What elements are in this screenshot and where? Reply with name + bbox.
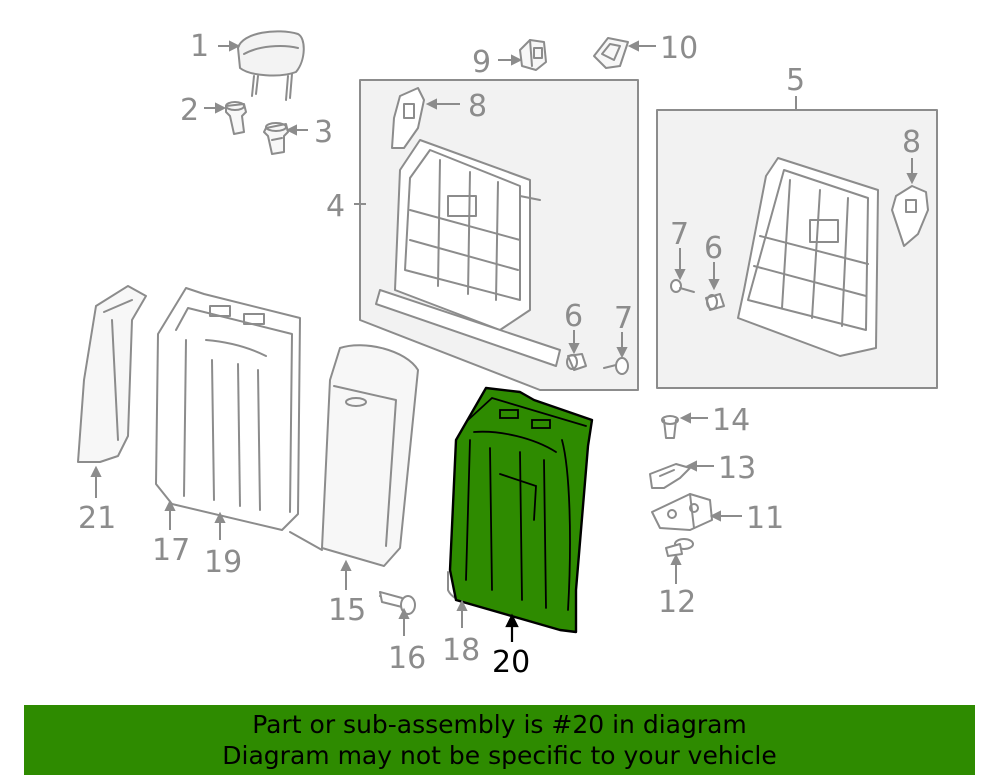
info-banner: Part or sub-assembly is #20 in diagram D… (24, 705, 975, 775)
side-bolster-part (77, 285, 147, 463)
headrest-guide-part (225, 101, 247, 135)
callout-8-right: 8 (902, 125, 921, 160)
frame-box-5 (656, 109, 938, 389)
screw-part-14 (661, 415, 679, 439)
callout-16: 16 (388, 641, 426, 676)
callout-13: 13 (718, 451, 756, 486)
seat-back-panel-part-20[interactable] (448, 386, 594, 634)
callout-9: 9 (472, 45, 491, 80)
pad-part (289, 344, 419, 567)
callout-5: 5 (786, 63, 805, 98)
callout-3: 3 (314, 115, 333, 150)
parts-diagram: 1 2 3 4 5 8 8 9 10 6 7 7 6 14 13 11 12 2… (77, 29, 938, 680)
headrest-guide-part-locking (263, 122, 289, 155)
clip-part (519, 39, 547, 71)
callout-12: 12 (658, 585, 696, 620)
callout-7-left: 7 (614, 301, 633, 336)
callout-11: 11 (746, 501, 784, 536)
headrest-part (237, 30, 305, 101)
banner-line-2: Diagram may not be specific to your vehi… (222, 741, 777, 770)
bracket-part-13 (649, 463, 691, 489)
callout-6-left: 6 (564, 299, 583, 334)
bolt-part (379, 591, 416, 615)
banner-line-1: Part or sub-assembly is #20 in diagram (252, 710, 747, 739)
callout-6-right: 6 (704, 231, 723, 266)
callout-2: 2 (180, 93, 199, 128)
seat-back-cover-part (155, 287, 301, 531)
hinge-part-11 (651, 493, 713, 531)
callout-7-right: 7 (670, 217, 689, 252)
bolt-part-12 (665, 538, 694, 557)
bezel-part (593, 37, 629, 69)
callout-17: 17 (152, 533, 190, 568)
callout-10: 10 (660, 31, 698, 66)
callout-18: 18 (442, 633, 480, 668)
callout-15: 15 (328, 593, 366, 628)
callout-14: 14 (712, 403, 750, 438)
callout-21: 21 (78, 501, 116, 536)
callout-19: 19 (204, 545, 242, 580)
frame-box-4 (359, 79, 639, 391)
callout-4: 4 (326, 189, 345, 224)
callout-8-left: 8 (468, 89, 487, 124)
callout-20: 20 (492, 645, 530, 680)
callout-1: 1 (190, 29, 209, 64)
